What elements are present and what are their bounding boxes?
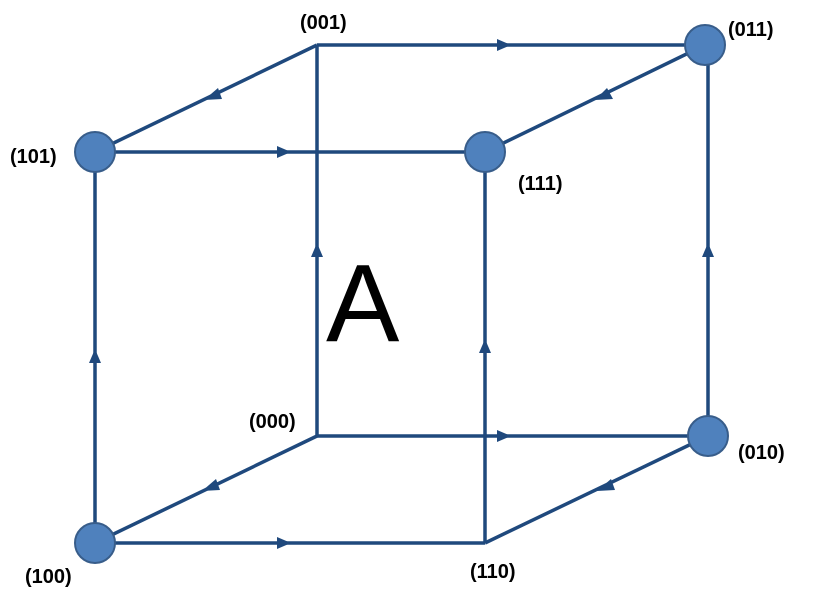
- arrow-101-111: [277, 146, 291, 158]
- diagram-letter: A: [326, 242, 400, 365]
- label-110: (110): [470, 561, 516, 583]
- label-101: (101): [10, 146, 57, 168]
- arrow-011-111: [595, 88, 613, 100]
- vertex-101: [74, 131, 116, 173]
- arrow-100-101: [89, 349, 101, 363]
- vertex-011: [684, 24, 726, 66]
- label-011: (011): [728, 19, 774, 41]
- arrow-000-010: [497, 430, 511, 442]
- edge-010-110: [484, 434, 709, 545]
- label-010: (010): [738, 442, 785, 464]
- arrow-000-001: [311, 243, 323, 257]
- arrow-110-111: [479, 339, 491, 353]
- vertex-111: [464, 131, 506, 173]
- arrow-001-101: [204, 88, 222, 100]
- label-001: (001): [300, 12, 347, 34]
- arrow-001-011: [497, 39, 511, 51]
- label-000: (000): [249, 411, 296, 433]
- label-100: (100): [25, 566, 72, 588]
- edge-011-111: [484, 43, 706, 154]
- arrow-010-011: [702, 243, 714, 257]
- vertex-100: [74, 522, 116, 564]
- arrow-100-110: [277, 537, 291, 549]
- vertex-010: [687, 415, 729, 457]
- label-111: (111): [518, 173, 562, 195]
- arrow-000-100: [202, 479, 220, 491]
- arrow-010-110: [597, 479, 615, 491]
